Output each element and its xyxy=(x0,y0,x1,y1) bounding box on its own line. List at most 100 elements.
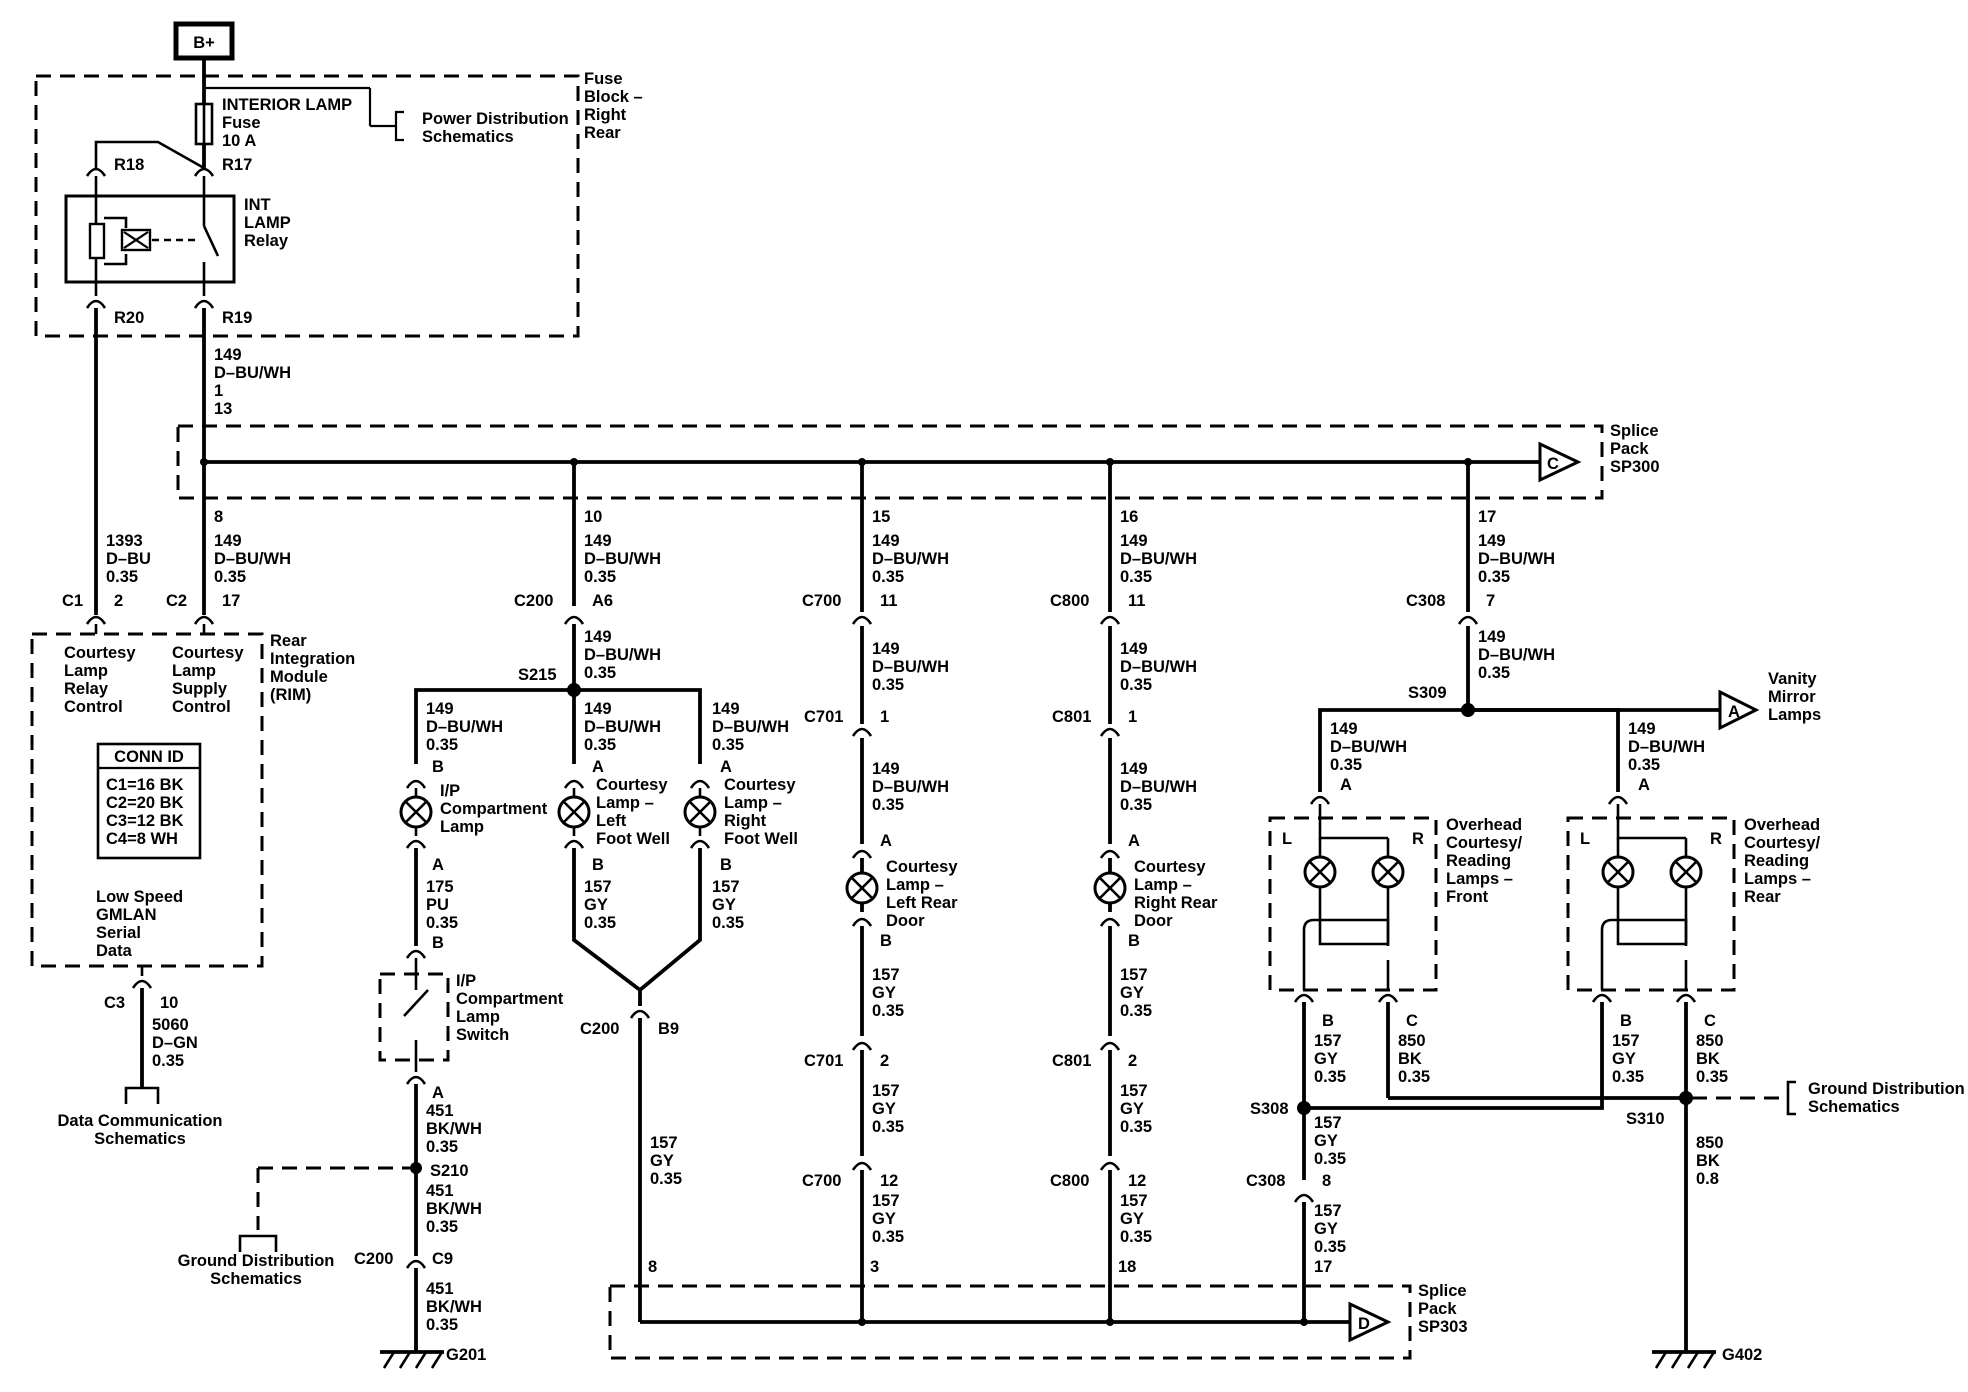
svg-text:A6: A6 xyxy=(592,592,613,610)
svg-text:0.35: 0.35 xyxy=(1330,756,1362,774)
svg-text:451: 451 xyxy=(426,1102,454,1120)
svg-text:Supply: Supply xyxy=(172,680,228,698)
svg-text:Lamps: Lamps xyxy=(1768,706,1821,724)
svg-text:D–BU: D–BU xyxy=(106,550,151,568)
svg-text:S210: S210 xyxy=(430,1162,469,1180)
svg-text:LAMP: LAMP xyxy=(244,214,291,232)
svg-text:0.35: 0.35 xyxy=(426,1218,458,1236)
svg-text:B: B xyxy=(720,856,732,874)
svg-text:Relay: Relay xyxy=(64,680,109,698)
svg-text:12: 12 xyxy=(880,1172,898,1190)
svg-text:A: A xyxy=(432,1084,444,1102)
svg-text:Lamp –: Lamp – xyxy=(724,794,782,812)
svg-text:149: 149 xyxy=(712,700,740,718)
svg-text:157: 157 xyxy=(1120,1082,1148,1100)
svg-text:13: 13 xyxy=(214,400,232,418)
splice-pack-sp300: C Splice Pack SP300 xyxy=(176,422,1660,500)
svg-text:D–BU/WH: D–BU/WH xyxy=(1120,778,1197,796)
svg-text:G402: G402 xyxy=(1722,1346,1762,1364)
svg-text:BK/WH: BK/WH xyxy=(426,1200,482,1218)
vanity-mirror-connector xyxy=(1718,689,1760,731)
svg-text:D: D xyxy=(1358,1315,1370,1333)
svg-text:GY: GY xyxy=(1314,1132,1338,1150)
svg-text:I/P: I/P xyxy=(456,972,476,990)
svg-text:Compartment: Compartment xyxy=(456,990,564,1008)
svg-text:850: 850 xyxy=(1398,1032,1426,1050)
int-lamp-relay: INT LAMP Relay xyxy=(64,194,291,284)
ground-ref-left: Ground Distribution xyxy=(178,1252,335,1270)
svg-text:R19: R19 xyxy=(222,309,252,327)
svg-text:Right: Right xyxy=(584,106,627,124)
ip-compartment-lamp-switch: I/P Compartment Lamp Switch xyxy=(378,958,564,1062)
svg-text:10: 10 xyxy=(584,508,602,526)
fuse-block-right-rear: Fuse Block – Right Rear xyxy=(34,70,643,338)
svg-text:1393: 1393 xyxy=(106,532,143,550)
svg-text:149: 149 xyxy=(214,346,242,364)
svg-text:GY: GY xyxy=(872,1100,896,1118)
svg-text:149: 149 xyxy=(1120,640,1148,658)
svg-text:157: 157 xyxy=(1120,1192,1148,1210)
svg-text:Pack: Pack xyxy=(1610,440,1649,458)
svg-text:Lamps –: Lamps – xyxy=(1744,870,1811,888)
svg-text:Schematics: Schematics xyxy=(94,1130,186,1148)
svg-text:149: 149 xyxy=(1330,720,1358,738)
svg-text:R18: R18 xyxy=(114,156,144,174)
svg-text:0.8: 0.8 xyxy=(1696,1170,1719,1188)
svg-text:BK/WH: BK/WH xyxy=(426,1298,482,1316)
svg-text:149: 149 xyxy=(872,640,900,658)
svg-text:Integration: Integration xyxy=(270,650,355,668)
courtesy-lamp-right-foot-well xyxy=(683,795,717,829)
power-distribution-ref: Power Distribution xyxy=(422,110,569,128)
svg-text:Lamp –: Lamp – xyxy=(596,794,654,812)
svg-text:C200: C200 xyxy=(580,1020,619,1038)
svg-text:850: 850 xyxy=(1696,1032,1724,1050)
svg-text:Left Rear: Left Rear xyxy=(886,894,958,912)
svg-text:157: 157 xyxy=(872,966,900,984)
svg-text:Courtesy: Courtesy xyxy=(724,776,796,794)
svg-text:Compartment: Compartment xyxy=(440,800,548,818)
svg-text:D–BU/WH: D–BU/WH xyxy=(584,646,661,664)
svg-text:B: B xyxy=(1322,1012,1334,1030)
svg-text:157: 157 xyxy=(1612,1032,1640,1050)
interior-lamp-fuse: INTERIOR LAMP Fuse 10 A xyxy=(194,88,352,156)
svg-text:11: 11 xyxy=(1128,592,1145,610)
svg-text:Schematics: Schematics xyxy=(422,128,514,146)
svg-text:0.35: 0.35 xyxy=(584,568,616,586)
overhead-lamps-front: L R Overhead Courtesy/ Reading Lamps – F… xyxy=(1268,804,1523,992)
svg-text:17: 17 xyxy=(222,592,240,610)
svg-text:0.35: 0.35 xyxy=(106,568,138,586)
svg-text:Courtesy: Courtesy xyxy=(596,776,668,794)
svg-text:GY: GY xyxy=(712,896,736,914)
svg-text:157: 157 xyxy=(584,878,612,896)
svg-text:S309: S309 xyxy=(1408,684,1447,702)
svg-text:I/P: I/P xyxy=(440,782,460,800)
svg-text:0.35: 0.35 xyxy=(872,1118,904,1136)
svg-text:0.35: 0.35 xyxy=(872,568,904,586)
svg-text:C801: C801 xyxy=(1052,708,1091,726)
ip-compartment-lamp xyxy=(399,795,433,829)
svg-text:11: 11 xyxy=(880,592,897,610)
svg-text:5060: 5060 xyxy=(152,1016,189,1034)
svg-text:Door: Door xyxy=(886,912,925,930)
svg-text:15: 15 xyxy=(872,508,890,526)
data-comm-ref: Data Communication xyxy=(57,1112,222,1130)
svg-text:0.35: 0.35 xyxy=(1696,1068,1728,1086)
svg-text:B9: B9 xyxy=(658,1020,679,1038)
svg-text:Control: Control xyxy=(64,698,123,716)
svg-text:1: 1 xyxy=(214,382,223,400)
svg-text:Splice: Splice xyxy=(1418,1282,1467,1300)
svg-text:GY: GY xyxy=(872,1210,896,1228)
svg-text:B+: B+ xyxy=(193,34,215,52)
svg-text:8: 8 xyxy=(214,508,223,526)
svg-text:GY: GY xyxy=(1612,1050,1636,1068)
svg-text:0.35: 0.35 xyxy=(1120,1228,1152,1246)
courtesy-lamp-right-rear-door xyxy=(1093,871,1127,905)
svg-text:SP303: SP303 xyxy=(1418,1318,1468,1336)
svg-text:D–BU/WH: D–BU/WH xyxy=(872,658,949,676)
svg-text:C3=12 BK: C3=12 BK xyxy=(106,812,184,830)
svg-text:Lamps –: Lamps – xyxy=(1446,870,1513,888)
svg-text:8: 8 xyxy=(1322,1172,1331,1190)
svg-text:149: 149 xyxy=(1120,532,1148,550)
